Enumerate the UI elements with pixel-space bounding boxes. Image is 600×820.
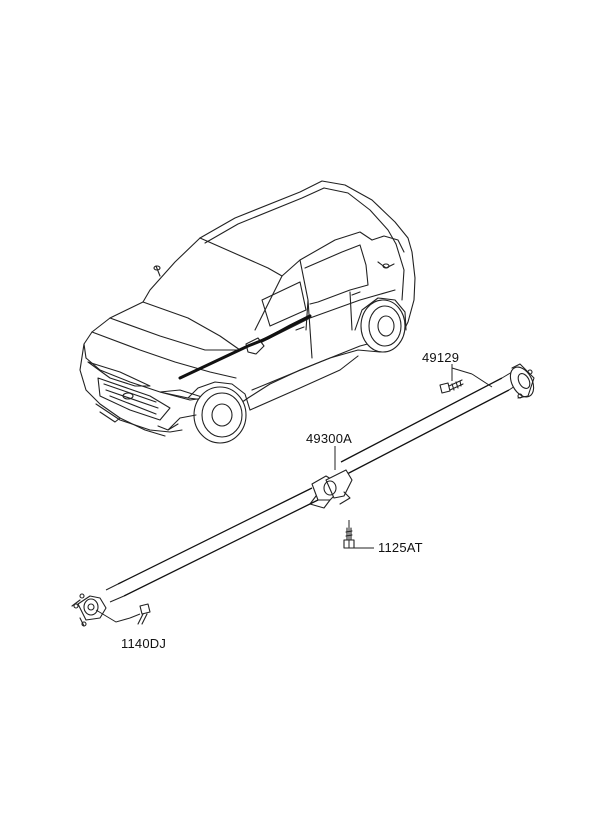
part-label-49300A: 49300A — [306, 431, 352, 446]
leader-lines — [95, 364, 493, 623]
part-label-1125AT: 1125AT — [378, 540, 423, 555]
bolt-1140DJ — [137, 603, 151, 625]
front-flange — [71, 593, 107, 627]
center-bearing — [309, 469, 353, 509]
propeller-shaft — [71, 363, 535, 627]
vehicle-illustration — [79, 180, 416, 444]
part-label-49129: 49129 — [422, 350, 459, 365]
part-label-1140DJ: 1140DJ — [121, 636, 166, 651]
bolt-49129 — [439, 379, 464, 394]
